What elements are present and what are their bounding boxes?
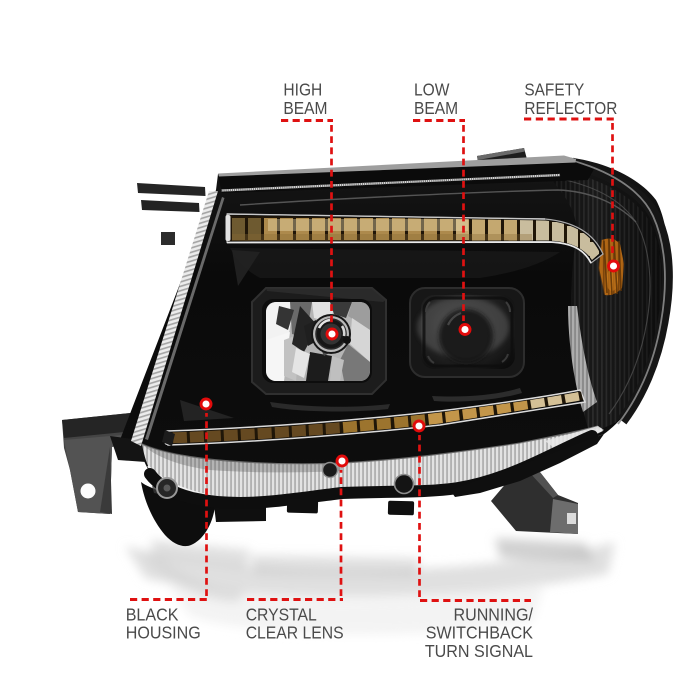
svg-text:BEAM: BEAM	[414, 98, 458, 118]
svg-text:BEAM: BEAM	[283, 98, 327, 118]
svg-text:SAFETY: SAFETY	[524, 81, 584, 100]
svg-text:CRYSTAL: CRYSTAL	[246, 605, 317, 625]
svg-text:BLACK: BLACK	[126, 605, 180, 625]
svg-text:TURN SIGNAL: TURN SIGNAL	[425, 641, 533, 661]
svg-text:LOW: LOW	[414, 80, 450, 100]
svg-text:RUNNING/: RUNNING/	[453, 605, 533, 625]
svg-text:CLEAR LENS: CLEAR LENS	[246, 623, 344, 643]
svg-text:REFLECTOR: REFLECTOR	[524, 99, 617, 118]
svg-text:HOUSING: HOUSING	[126, 623, 201, 643]
svg-text:SWITCHBACK: SWITCHBACK	[426, 623, 534, 643]
svg-text:HIGH: HIGH	[283, 80, 322, 100]
